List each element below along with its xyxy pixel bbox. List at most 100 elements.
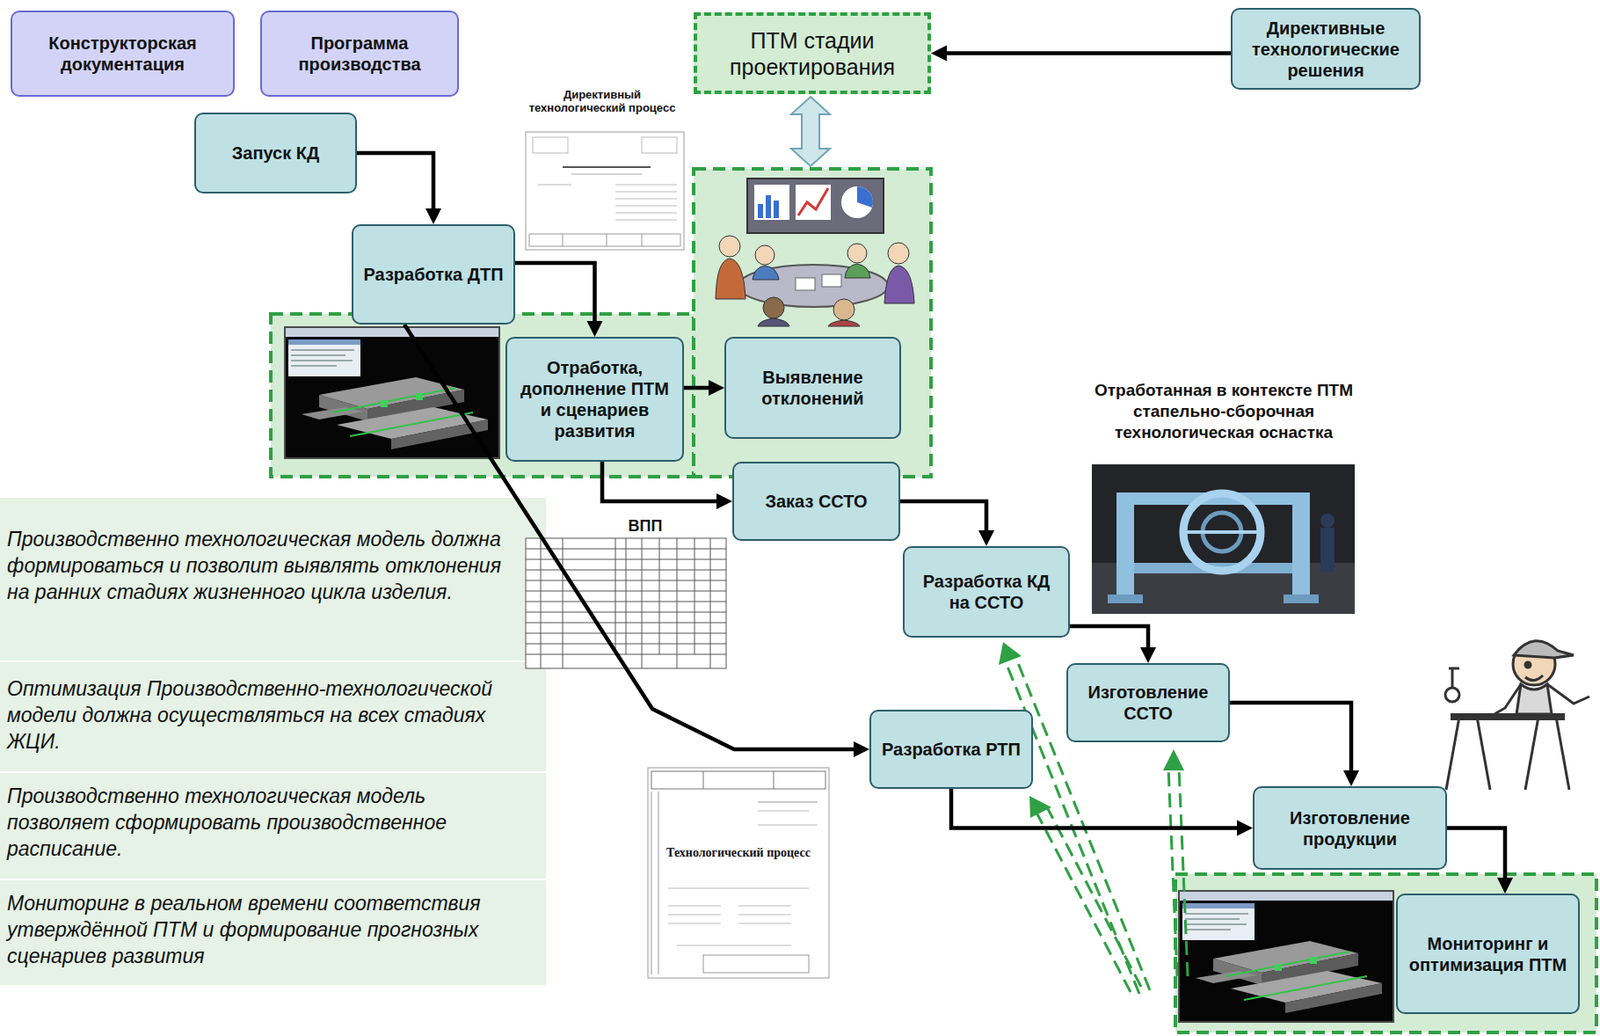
notes-panel [0,660,546,662]
worker-cartoon [1556,716,1570,790]
meeting-illustration [798,188,829,216]
worker-cartoon [1445,640,1590,790]
feedback-arrowheads [998,641,1022,665]
meeting-illustration [795,184,831,220]
document-title: Технологический процесс [652,845,825,860]
worker-cartoon [1446,716,1460,790]
connector [602,461,733,510]
document-sheet [529,233,681,247]
process-box: Разработка РТП [869,709,1033,789]
meeting-illustration [847,243,867,263]
document-sheet [525,131,684,250]
fixture-photo [1091,464,1355,614]
arrow-head [930,45,947,62]
meeting-illustration [752,265,779,280]
connector [1229,702,1360,786]
connector [683,379,725,396]
worker-cartoon [1445,687,1460,702]
dashed-region [1175,873,1597,1033]
document-sheet [532,137,568,153]
worker-cartoon [1476,716,1491,790]
box-text: Разработка ДТП [363,263,503,285]
process-box: Заказ ССТО [732,461,901,541]
process-box: Разработка ДТП [351,224,516,325]
document-sheet [773,770,775,789]
arrow-head [1140,647,1157,663]
connector-line [1229,702,1352,772]
fixture-photo [1320,513,1335,528]
feedback-arrowheads [1029,795,1052,818]
feedback-arrows [1168,766,1178,976]
document-sheet [615,205,677,207]
document-sheet [668,887,809,889]
meeting-illustration [887,242,910,264]
connector [1447,828,1513,895]
fixture-photo [1091,464,1355,614]
screenshot-3d [283,326,501,459]
box-text: Изготовление продукции [1263,807,1437,850]
fixture-photo [1183,530,1261,534]
feedback-arrows [1178,766,1188,976]
document-title: ВПП [625,516,665,535]
box-text: Мониторинг и оптимизация ПТМ [1406,932,1570,975]
meeting-illustration [795,277,815,291]
notes-panel [0,497,546,985]
meeting-illustration [844,263,871,278]
document-sheet [647,767,830,978]
document-sheet [538,184,572,186]
document-sheet [738,905,792,907]
screenshot-3d [1178,889,1395,1023]
meeting-illustration [773,200,779,219]
process-box: Изготовление продукции [1252,785,1448,870]
table-sheet [641,538,643,669]
box-text: Заказ ССТО [764,490,867,512]
worker-cartoon [1516,683,1552,714]
document-sheet [668,905,721,907]
process-box: Разработка КД на ССТО [902,545,1070,638]
meeting-illustration [715,258,746,299]
document-sheet [571,174,642,175]
connector-line [900,501,987,532]
document-sheet [658,791,660,975]
connector [1069,625,1157,663]
box-text: ПТМ стадии проектирования [705,27,919,80]
worker-cartoon [1513,640,1574,658]
connector [951,788,1253,837]
fixture-photo [1116,492,1135,598]
meeting-illustration [765,195,771,219]
meeting-illustration [754,184,790,220]
document-sheet [651,791,653,975]
document-sheet [525,131,684,250]
arrow-head [978,530,995,546]
connector [515,262,604,337]
meeting-illustration [833,298,855,320]
table-sheet [625,538,627,655]
photo-caption: Отработанная в контексте ПТМ стапельно-с… [1074,379,1374,444]
process-box: Мониторинг и оптимизация ПТМ [1396,893,1580,1014]
document-sheet [703,770,705,789]
dashed-region [270,313,694,477]
connector [900,501,995,546]
feedback-arrows [1035,810,1131,992]
meeting-illustration [828,320,860,327]
box-text: Программа производства [270,32,449,75]
box-text: Изготовление ССТО [1076,681,1220,724]
document-sheet [676,945,792,946]
connector-line [945,50,1231,56]
arrow-head [425,208,442,225]
document-title: Директивный технологический процесс [520,87,684,115]
arrow-head [853,741,870,757]
connector-line [1447,828,1506,880]
connector-line [602,461,719,502]
document-sheet [615,184,677,186]
notes-panel [0,878,546,880]
document-sheet [757,824,818,826]
document-sheet [738,914,792,916]
connector-line [683,385,711,391]
process-box: Запуск КД [194,112,357,194]
document-box: Программа производства [260,10,459,97]
table-sheet [562,538,564,669]
meeting-illustration [715,178,915,327]
document-sheet [606,233,608,247]
dashed-region [693,168,931,477]
